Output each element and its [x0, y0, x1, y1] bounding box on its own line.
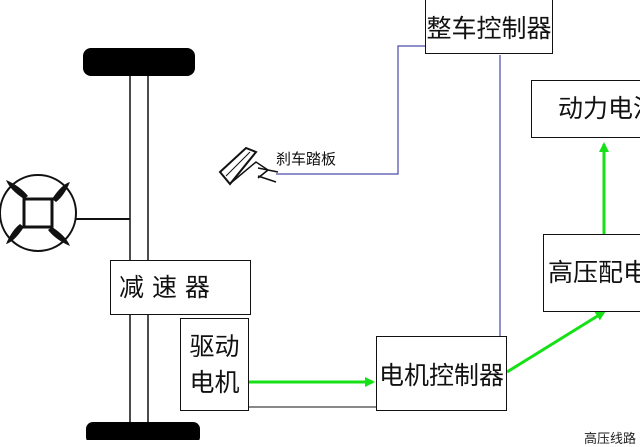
vcu-label: 整车控制器	[426, 13, 552, 43]
top-wheel	[83, 48, 195, 76]
arrow-controller-to-hv	[506, 310, 606, 374]
battery-box: 动力电池	[531, 80, 640, 138]
drive-motor-label-2: 电机	[189, 367, 240, 397]
brake-pedal-icon	[218, 146, 279, 186]
hv-distribution-box: 高压配电	[543, 234, 640, 312]
fan-icon	[0, 174, 77, 252]
vcu-box: 整车控制器	[425, 0, 553, 54]
motor-controller-box: 电机控制器	[376, 336, 507, 411]
hv-harness-label: 高压线路	[584, 432, 637, 447]
drive-motor-box: 驱动 电机	[180, 318, 249, 411]
motor-controller-label: 电机控制器	[378, 360, 504, 390]
battery-label: 动力电池	[558, 94, 640, 123]
reducer-box: 减 速 器	[110, 260, 251, 315]
bottom-wheel	[86, 422, 200, 440]
brake-pedal-label: 刹车踏板	[276, 150, 337, 168]
drive-motor-label-1: 驱动	[189, 331, 240, 361]
hv-distribution-label: 高压配电	[548, 258, 640, 287]
brake-signal-line	[276, 45, 425, 175]
reducer-label: 减 速 器	[119, 273, 210, 302]
